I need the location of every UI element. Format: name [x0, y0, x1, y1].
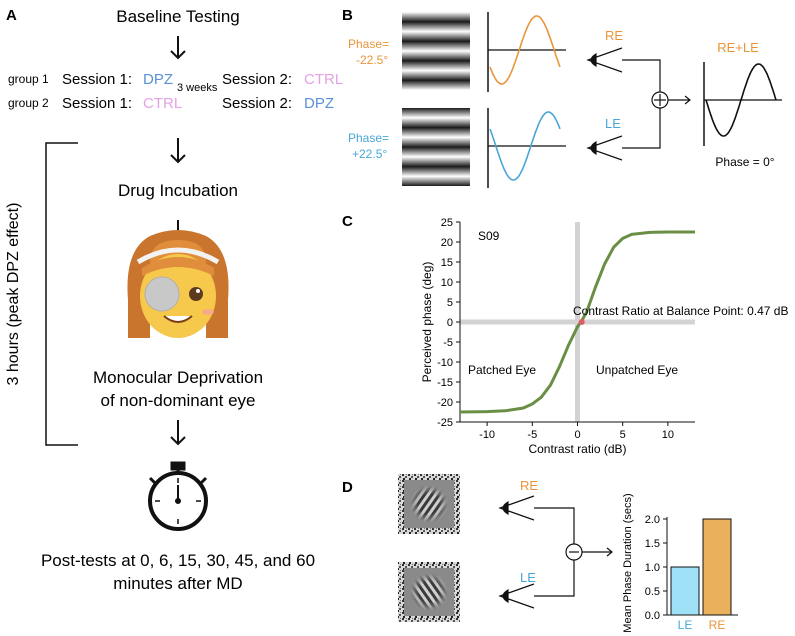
panel-c-letter: C — [342, 213, 353, 230]
group1-label: group 1 — [8, 72, 49, 86]
x-axis-label: Contrast ratio (dB) — [528, 442, 626, 456]
group2-label: group 2 — [8, 96, 49, 110]
post-tests-line1: Post-tests at 0, 6, 15, 30, 45, and 60 — [41, 551, 315, 570]
y-tick-label: 0 — [447, 317, 453, 329]
group1-session1-label: Session 1: — [62, 71, 132, 88]
gap-label: 3 weeks — [177, 82, 218, 94]
drug-incubation-label: Drug Incubation — [118, 181, 238, 200]
group1-session1-drug: DPZ — [143, 71, 173, 88]
group2-session2-drug: DPZ — [304, 95, 334, 112]
b-re-label: RE — [605, 28, 623, 43]
phase-duration-chart: 0.0 0.5 1.0 1.5 2.0LE RE Mean Phase Duration (… — [622, 493, 738, 633]
patched-eye-label: Patched Eye — [468, 363, 536, 377]
patched-face-icon — [127, 230, 229, 338]
down-arrow-icon — [170, 420, 186, 446]
y-tick-label: -5 — [443, 337, 453, 349]
x-tick-label: 10 — [662, 429, 674, 441]
y-tick-label: 10 — [441, 277, 453, 289]
y-tick-label: -15 — [437, 377, 453, 389]
le-phase-line1: Phase= — [348, 131, 389, 145]
re-eye-icon — [586, 47, 623, 73]
d-re-label: RE — [520, 478, 538, 493]
panel-b-letter: B — [342, 7, 353, 24]
d-x-tick-label: RE — [709, 618, 726, 632]
le-sine-plot — [487, 108, 566, 188]
balance-point-marker — [578, 319, 585, 325]
bracket-label: 3 hours (peak DPZ effect) — [5, 203, 22, 386]
d-connector-lines — [534, 507, 613, 597]
re-stimulus-image — [398, 474, 460, 534]
group2-session2-label: Session 2: — [222, 95, 292, 112]
balance-point-annotation: Contrast Ratio at Balance Point: 0.47 dB — [573, 304, 788, 318]
md-line1: Monocular Deprivation — [93, 368, 263, 387]
x-tick-label: -10 — [479, 429, 495, 441]
panel-d-letter: D — [342, 479, 353, 496]
d-y-tick-label: 2.0 — [645, 514, 660, 526]
d-y-tick-label: 0.0 — [645, 610, 660, 622]
re-phase-line2: -22.5° — [356, 53, 388, 67]
d-y-tick-label: 0.5 — [645, 586, 660, 598]
d-y-axis-label: Mean Phase Duration (secs) — [622, 493, 634, 632]
panel-d: D RE LE — [342, 474, 738, 633]
group1-session2-drug: CTRL — [304, 71, 343, 88]
bar-re — [702, 518, 732, 616]
group2-session1-drug: CTRL — [143, 95, 182, 112]
b-connector-lines — [622, 59, 691, 149]
le-stimulus-image — [398, 562, 460, 622]
le-eye-icon — [586, 135, 623, 161]
unpatched-eye-label: Unpatched Eye — [596, 363, 678, 377]
y-tick-label: 5 — [447, 297, 453, 309]
baseline-testing-label: Baseline Testing — [116, 7, 240, 26]
re-phase-line1: Phase= — [348, 37, 389, 51]
subtraction-icon — [565, 543, 583, 561]
x-tick-label: 0 — [574, 429, 580, 441]
timeline-bracket — [45, 142, 78, 446]
y-tick-label: -10 — [437, 357, 453, 369]
stopwatch-icon — [148, 461, 208, 531]
d-le-eye-icon — [498, 583, 535, 609]
y-axis-label: Perceived phase (deg) — [420, 262, 434, 383]
summation-icon — [651, 91, 669, 109]
sum-sine-plot — [703, 62, 782, 146]
panel-a: A Baseline Testing group 1 Session 1: DP… — [5, 7, 343, 593]
d-x-tick-label: LE — [678, 618, 693, 632]
d-le-label: LE — [520, 570, 536, 585]
panel-a-letter: A — [6, 7, 17, 24]
y-tick-label: 20 — [441, 237, 453, 249]
post-tests-line2: minutes after MD — [113, 574, 242, 593]
x-tick-label: 5 — [620, 429, 626, 441]
d-re-eye-icon — [498, 495, 535, 521]
down-arrow-icon — [170, 36, 186, 60]
y-tick-label: 25 — [441, 217, 453, 229]
x-tick-label: -5 — [527, 429, 537, 441]
d-y-tick-label: 1.5 — [645, 538, 660, 550]
re-sine-plot — [487, 12, 566, 92]
le-grating — [402, 108, 470, 186]
le-phase-line2: +22.5° — [352, 147, 387, 161]
subject-label: S09 — [478, 229, 500, 243]
md-line2: of non-dominant eye — [101, 391, 256, 410]
y-tick-label: -25 — [437, 417, 453, 429]
b-sum-label: RE+LE — [717, 40, 759, 55]
group1-session2-label: Session 2: — [222, 71, 292, 88]
re-grating — [402, 12, 470, 90]
y-tick-label: -20 — [437, 397, 453, 409]
bar-le — [670, 566, 700, 616]
down-arrow-icon — [170, 138, 186, 164]
group2-session1-label: Session 1: — [62, 95, 132, 112]
d-y-tick-label: 1.0 — [645, 562, 660, 574]
b-sum-phase: Phase = 0° — [715, 155, 774, 169]
y-tick-label: 15 — [441, 257, 453, 269]
b-le-label: LE — [605, 116, 621, 131]
panel-b: B Phase= -22.5° Phase= +22.5° RE LE — [342, 7, 782, 188]
